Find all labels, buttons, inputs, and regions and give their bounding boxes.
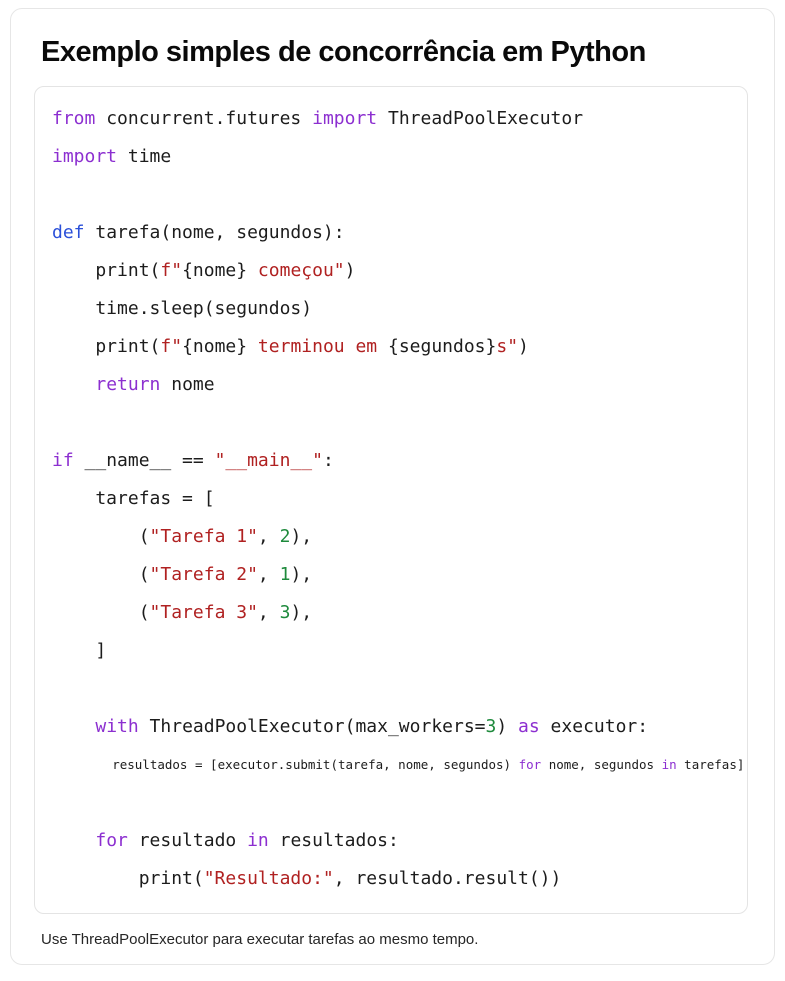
token-code-text: print( bbox=[52, 260, 161, 281]
token-code-text: ThreadPoolExecutor bbox=[377, 108, 584, 129]
code-line: for resultado in resultados: bbox=[52, 822, 733, 860]
code-line: from concurrent.futures import ThreadPoo… bbox=[52, 100, 733, 138]
token-code-text: ) bbox=[496, 716, 519, 737]
page-title: Exemplo simples de concorrência em Pytho… bbox=[41, 36, 646, 68]
token-code-text: ( bbox=[52, 526, 150, 547]
token-code-text: , bbox=[257, 526, 280, 547]
code-line: time.sleep(segundos) bbox=[52, 290, 733, 328]
token-code-text: , bbox=[257, 602, 280, 623]
token-code-text: nome bbox=[160, 374, 215, 395]
token-code-text bbox=[52, 716, 95, 737]
code-line bbox=[52, 784, 733, 822]
token-code-text: ) bbox=[344, 260, 356, 281]
token-code-text: resultado bbox=[127, 830, 248, 851]
code-line: ] bbox=[52, 632, 733, 670]
code-line: return nome bbox=[52, 366, 733, 404]
token-string: terminou em bbox=[247, 336, 388, 357]
token-code-text: resultados = [executor.submit(tarefa, no… bbox=[52, 757, 519, 772]
token-code-text: {nome} bbox=[182, 260, 248, 281]
code-line: if __name__ == "__main__": bbox=[52, 442, 733, 480]
token-number: 2 bbox=[279, 526, 291, 547]
token-code-text: ] bbox=[52, 640, 107, 661]
code-line: def tarefa(nome, segundos): bbox=[52, 214, 733, 252]
token-keyword: as bbox=[518, 716, 540, 737]
token-string: "Tarefa 2" bbox=[149, 564, 258, 585]
token-code-text: ), bbox=[290, 564, 313, 585]
token-code-text: , bbox=[257, 564, 280, 585]
token-number: 3 bbox=[485, 716, 497, 737]
code-line bbox=[52, 176, 733, 214]
code-content: from concurrent.futures import ThreadPoo… bbox=[52, 100, 744, 898]
token-code-text: {nome} bbox=[182, 336, 248, 357]
token-string: "__main__" bbox=[214, 450, 323, 471]
token-code-text: time.sleep(segundos) bbox=[52, 298, 313, 319]
token-code-text: print( bbox=[52, 336, 161, 357]
token-keyword: with bbox=[95, 716, 139, 737]
code-line: resultados = [executor.submit(tarefa, no… bbox=[52, 746, 744, 784]
token-keyword: if bbox=[52, 450, 74, 471]
card-caption: Use ThreadPoolExecutor para executar tar… bbox=[41, 931, 479, 948]
code-line: ("Tarefa 1", 2), bbox=[52, 518, 733, 556]
token-code-text: , resultado.result()) bbox=[333, 868, 562, 889]
token-code-text: ), bbox=[290, 602, 313, 623]
token-string: "Resultado:" bbox=[203, 868, 334, 889]
token-string: começou" bbox=[247, 260, 345, 281]
token-code-text: print( bbox=[52, 868, 204, 889]
token-code-text: : bbox=[322, 450, 334, 471]
token-string: f" bbox=[160, 336, 183, 357]
token-code-text: time bbox=[117, 146, 172, 167]
code-line bbox=[52, 404, 733, 442]
token-code-text bbox=[52, 830, 95, 851]
token-string: s" bbox=[496, 336, 519, 357]
token-keyword: in bbox=[247, 830, 269, 851]
token-code-text: executor: bbox=[539, 716, 649, 737]
code-line: print("Resultado:", resultado.result()) bbox=[52, 860, 733, 898]
token-code-text: ThreadPoolExecutor(max_workers= bbox=[138, 716, 486, 737]
token-keyword: for bbox=[95, 830, 128, 851]
token-keyword: import bbox=[52, 146, 118, 167]
token-code-text: __name__ == bbox=[73, 450, 215, 471]
token-code-text: ( bbox=[52, 564, 150, 585]
example-card: Exemplo simples de concorrência em Pytho… bbox=[10, 8, 775, 965]
code-line bbox=[52, 670, 733, 708]
token-code-text: tarefas] bbox=[676, 757, 745, 772]
token-string: "Tarefa 3" bbox=[149, 602, 258, 623]
token-string: "Tarefa 1" bbox=[149, 526, 258, 547]
code-line: ("Tarefa 3", 3), bbox=[52, 594, 733, 632]
token-code-text: ), bbox=[290, 526, 313, 547]
token-string: f" bbox=[160, 260, 183, 281]
token-number: 1 bbox=[279, 564, 291, 585]
token-code-text bbox=[52, 374, 95, 395]
token-keyword: for bbox=[518, 757, 542, 772]
code-block: from concurrent.futures import ThreadPoo… bbox=[34, 86, 748, 914]
token-code-text: resultados: bbox=[268, 830, 399, 851]
token-keyword: from bbox=[52, 108, 96, 129]
token-code-text: ) bbox=[518, 336, 529, 357]
token-keyword: in bbox=[661, 757, 677, 772]
code-line: print(f"{nome} terminou em {segundos}s") bbox=[52, 328, 733, 366]
token-code-text: {segundos} bbox=[387, 336, 497, 357]
code-line: tarefas = [ bbox=[52, 480, 733, 518]
token-keyword: import bbox=[312, 108, 378, 129]
token-code-text: ( bbox=[52, 602, 150, 623]
token-keyword: return bbox=[95, 374, 161, 395]
token-number: 3 bbox=[279, 602, 291, 623]
token-code-text: tarefa(nome, segundos): bbox=[84, 222, 345, 243]
code-line: import time bbox=[52, 138, 733, 176]
code-line: print(f"{nome} começou") bbox=[52, 252, 733, 290]
code-line: ("Tarefa 2", 1), bbox=[52, 556, 733, 594]
code-line: with ThreadPoolExecutor(max_workers=3) a… bbox=[52, 708, 733, 746]
token-code-text: nome, segundos bbox=[541, 757, 662, 772]
token-code-text: tarefas = [ bbox=[52, 488, 215, 509]
token-code-text: concurrent.futures bbox=[95, 108, 313, 129]
token-definition-keyword: def bbox=[52, 222, 85, 243]
